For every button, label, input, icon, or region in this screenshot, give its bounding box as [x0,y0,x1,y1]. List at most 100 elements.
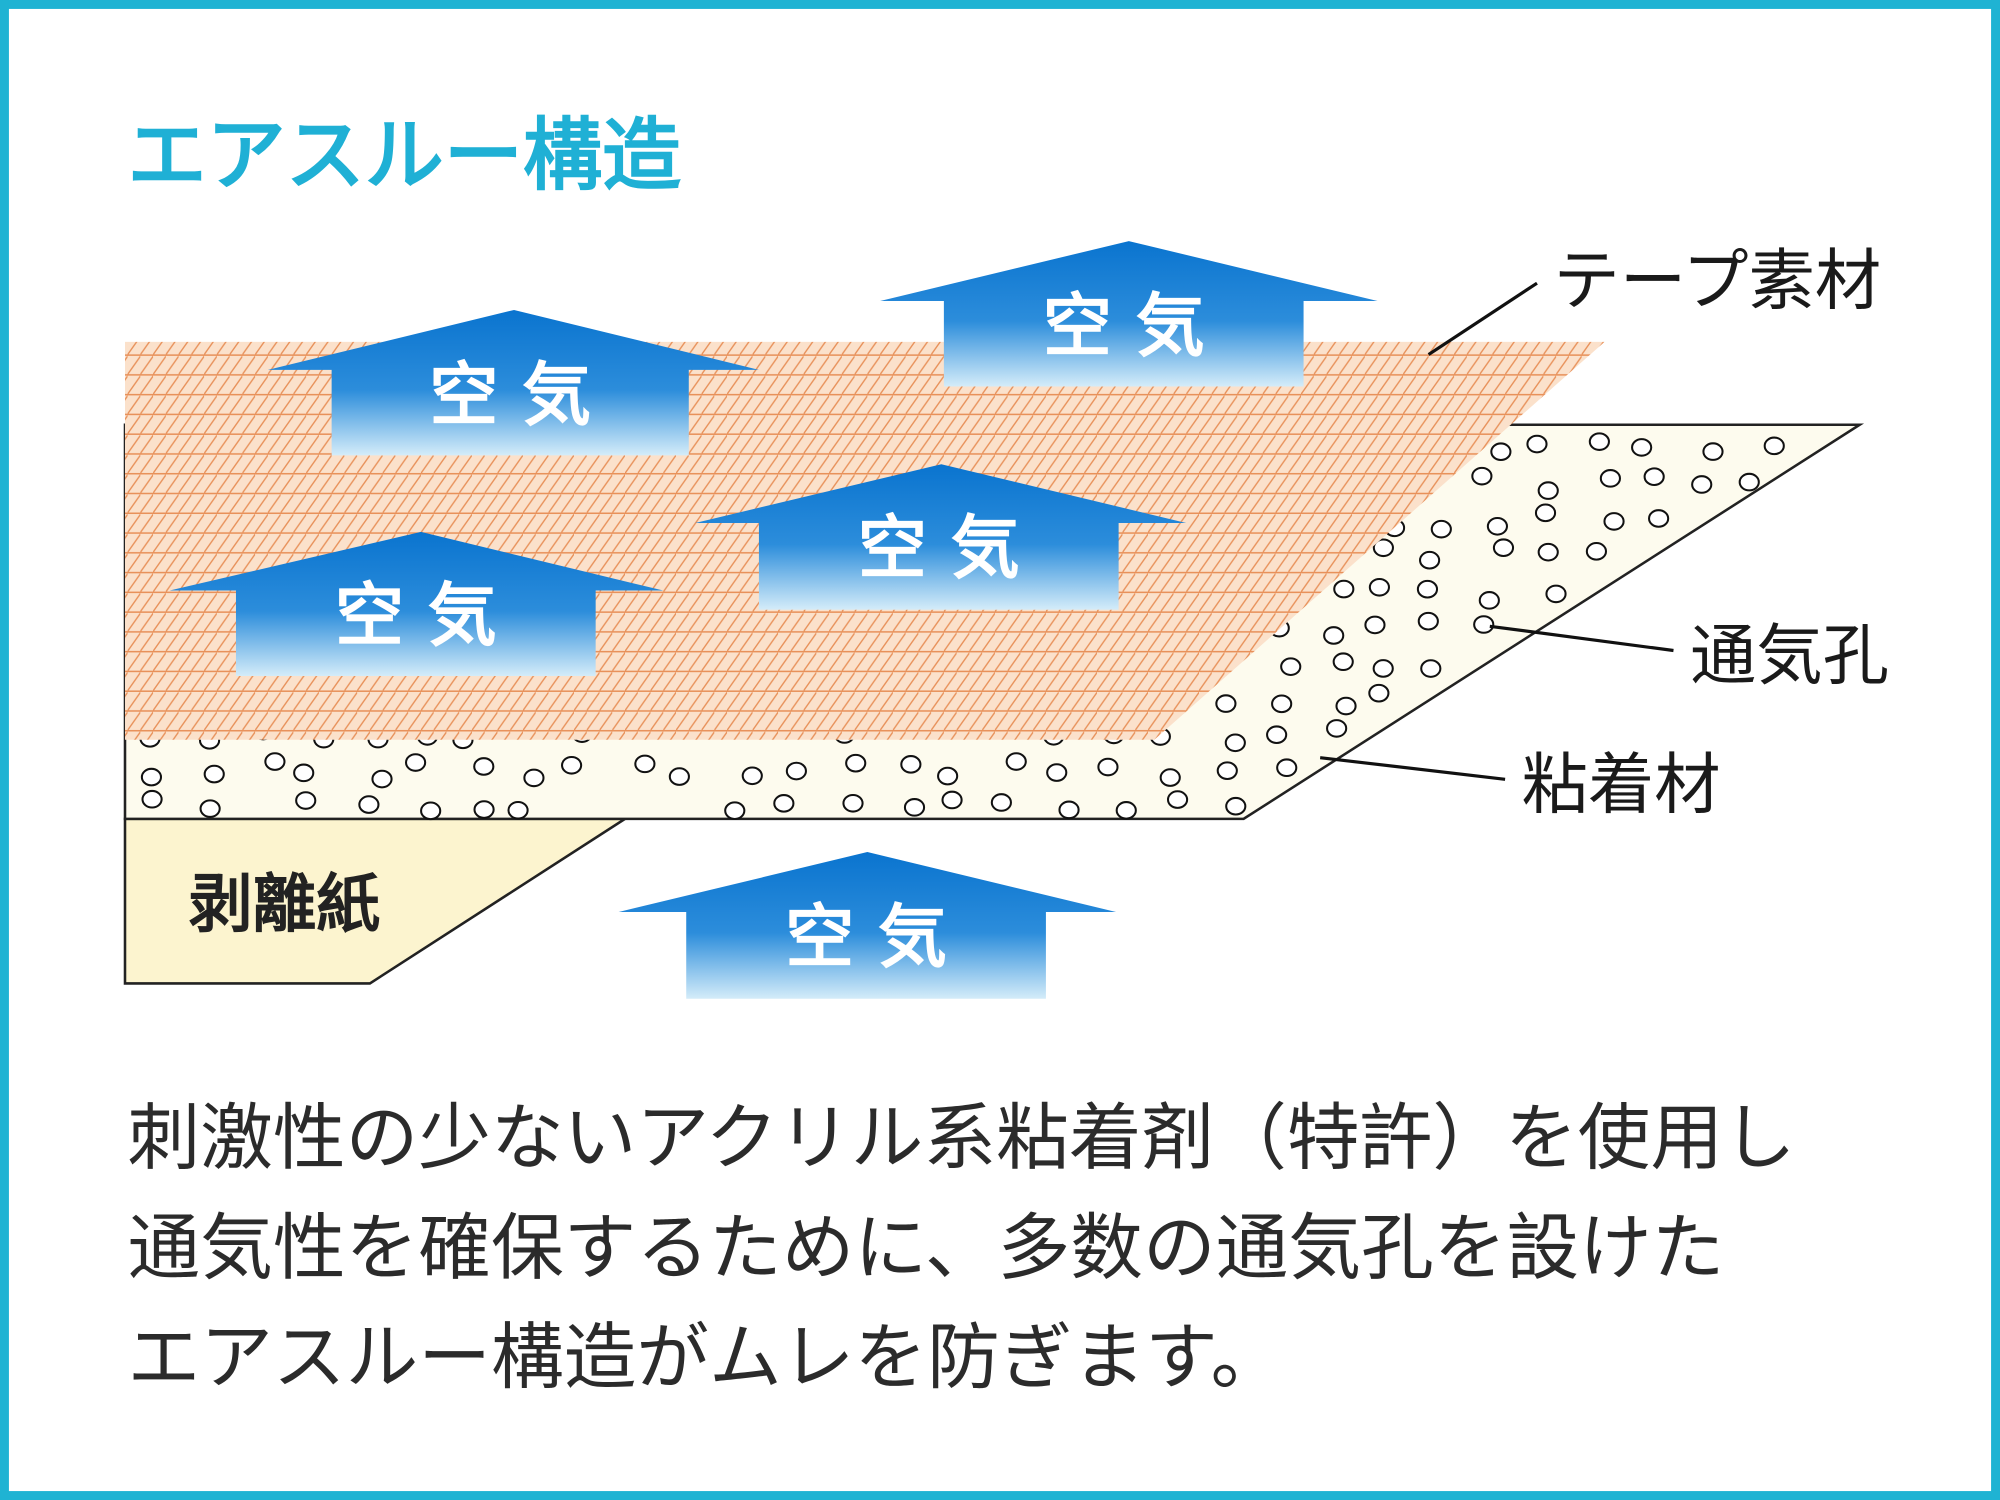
vent-hole [1648,509,1670,528]
vent-hole [561,755,583,775]
vent-hole [842,793,864,813]
vent-hole [1417,611,1439,631]
vent-hole [1537,481,1559,500]
vent-hole [405,753,427,772]
vent-hole [1599,469,1621,488]
air-label: 空 気 [429,355,591,435]
vent-hole [668,767,690,786]
vent-hole [1416,579,1439,599]
vent-hole [1631,438,1653,457]
up-arrow-icon [267,309,759,456]
tape-leader-line [1427,281,1538,356]
description-line-1: 刺激性の少ないアクリル系粘着剤（特許）を使用し [128,1097,1796,1181]
vent-hole [1005,752,1027,771]
vent-holes-label: 通気孔 [1690,617,1889,695]
vent-hole [724,801,746,820]
vent-hole [358,795,380,814]
up-arrow-icon [880,241,1378,387]
vent-hole [1224,733,1246,753]
vent-hole [1097,757,1119,777]
vent-hole [507,800,529,820]
air-label: 空 気 [785,897,947,977]
vent-hole [264,752,286,771]
vent-hole [1368,683,1390,703]
vent-hole [1280,657,1302,676]
vent-hole [785,761,807,781]
vent-hole [900,755,922,774]
vent-hole [1585,542,1608,561]
vent-hole [1335,696,1357,716]
vent-hole [1166,790,1189,809]
vent-hole [1492,538,1515,558]
vent-hole [1216,761,1238,780]
vent-hole [1419,550,1441,570]
vent-hole [1702,442,1724,461]
air-arrow-4: 空 気 [169,531,664,677]
vent-hole [1368,577,1390,597]
vent-hole [1486,516,1509,536]
vent-hole [473,757,495,776]
vent-hole [371,769,393,789]
vent-hole [1526,434,1548,454]
vent-hole [1372,659,1394,678]
description-line-2: 通気性を確保するために、多数の通気孔を設けた [128,1207,1725,1291]
vent-hole [1471,466,1493,486]
vent-hole [1738,472,1760,492]
vent-hole [1643,467,1665,487]
air-label: 空 気 [1043,286,1205,366]
vent-hole [937,766,959,786]
vent-hole [1159,768,1181,787]
vent-hole [1534,503,1557,523]
vent-hole [1603,512,1625,531]
air-arrow-1: 空 気 [267,309,759,456]
air-arrow-3: 空 気 [695,464,1187,610]
vent-hole [203,764,225,784]
vent-hole [293,763,315,783]
vent-hole [903,798,926,817]
adhesive-leader-line [1319,756,1506,781]
vent-hole [1215,694,1237,713]
vent-hole [634,754,656,774]
vent-hole [1326,719,1348,738]
vent-hole [1691,475,1713,494]
vent-hole [990,793,1012,812]
vent-hole [1490,442,1512,462]
description-line-3: エアスルー構造がムレを防ぎます。 [128,1317,1284,1401]
up-arrow-icon [695,464,1187,610]
vent-hole [1372,538,1394,558]
vent-hole [1115,801,1137,820]
air-arrow-2: 空 気 [880,241,1378,387]
vent-hole [1545,584,1567,604]
vent-hole [295,791,317,810]
air-label: 空 気 [858,508,1020,588]
vent-hole [1333,579,1355,599]
vent-hole [1478,591,1500,610]
vent-hole [845,753,867,773]
vent-hole [473,800,495,819]
vent-hole [141,789,163,809]
air-label: 空 気 [335,576,497,656]
vent-hole [1430,519,1452,539]
diagram-title: エアスルー構造 [128,109,682,201]
vent-hole [1473,615,1495,634]
vent-hole [773,794,795,813]
air-arrow-5: 空 気 [618,852,1117,999]
vent-hole [1271,694,1293,714]
vent-hole [1266,725,1288,745]
vent-hole [1588,432,1610,451]
vent-hole [140,767,163,787]
vent-hole [523,768,545,788]
vent-hole [1225,796,1247,816]
up-arrow-icon [169,531,664,677]
vent-hole [1332,652,1354,672]
up-arrow-icon [618,852,1117,999]
vent-hole [1046,763,1068,782]
vent-holes-leader-line [1489,624,1674,653]
vent-hole [741,766,763,786]
vent-hole [1058,800,1080,820]
vent-hole [199,799,221,818]
vent-hole [941,790,963,810]
release-paper-label: 剥離紙 [189,868,381,942]
vent-hole [420,801,442,821]
